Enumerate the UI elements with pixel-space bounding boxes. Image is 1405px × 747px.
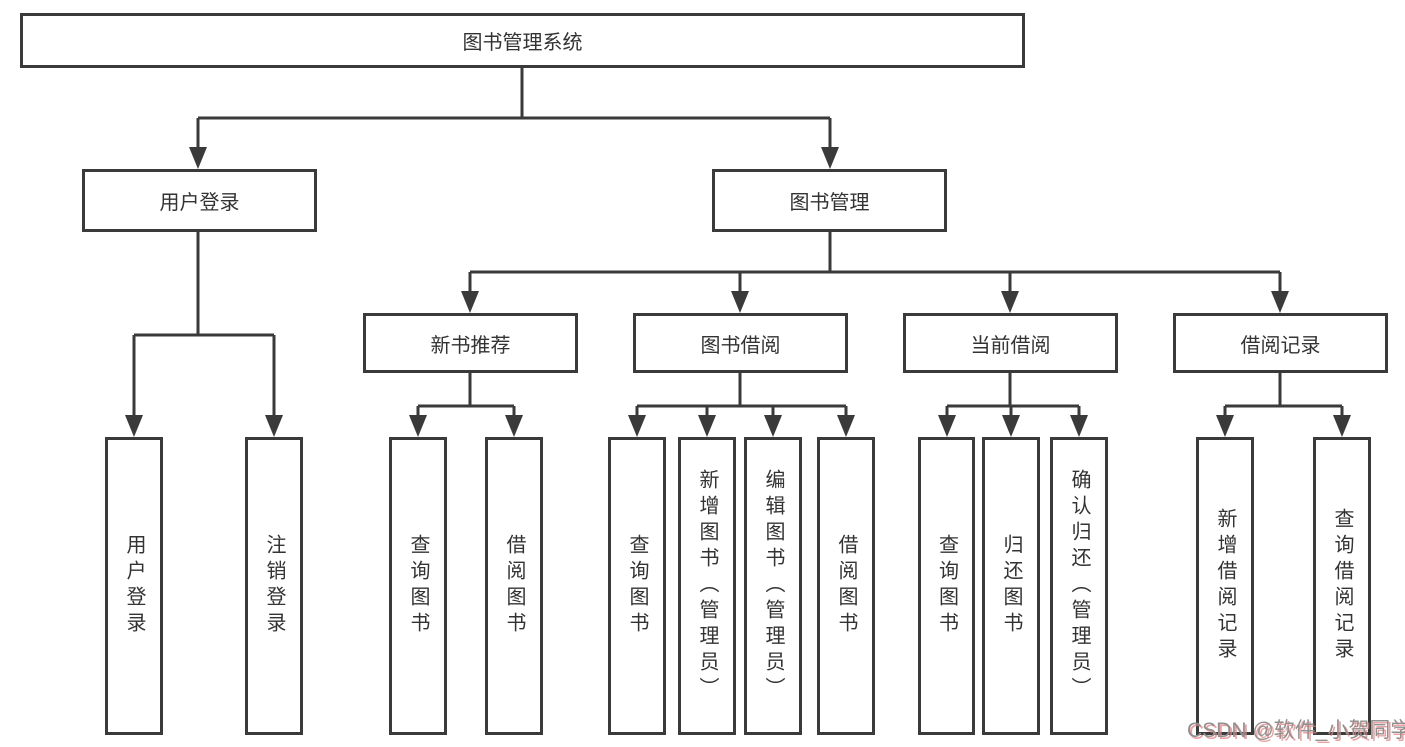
- node-book-borrow: 图书借阅: [633, 313, 848, 373]
- leaf-return-books: 归还图书: [982, 437, 1040, 735]
- arrowhead-icon: [628, 415, 646, 437]
- connector-records-to-leaves: [1223, 373, 1344, 421]
- leaf-add-borrow-record: 新增借阅记录: [1196, 437, 1254, 735]
- arrowhead-icon: [1216, 415, 1234, 437]
- arrowhead-icon: [409, 415, 427, 437]
- connector-book-mgmt-to-level3: [468, 232, 1282, 295]
- arrowhead-icon: [1001, 291, 1019, 313]
- leaf-edit-books-admin: 编辑图书（管理员）: [744, 437, 802, 735]
- connector-root-to-level2: [196, 68, 832, 151]
- leaf-add-books-admin: 新增图书（管理员）: [678, 437, 736, 735]
- arrowhead-icon: [1002, 415, 1020, 437]
- connector-user-login-to-leaves: [132, 232, 276, 421]
- arrowhead-icon: [698, 415, 716, 437]
- arrowhead-icon: [938, 415, 956, 437]
- arrowhead-icon: [125, 415, 143, 437]
- leaf-confirm-return-admin: 确认归还（管理员）: [1050, 437, 1108, 735]
- connector-borrow-to-leaves: [635, 373, 848, 421]
- csdn-watermark: CSDN @软件_小贺同学: [1187, 719, 1405, 742]
- node-borrow-records: 借阅记录: [1173, 313, 1388, 373]
- arrowheads: [125, 147, 1351, 437]
- arrowhead-icon: [821, 147, 839, 169]
- connector-current-to-leaves: [945, 373, 1081, 421]
- leaf-query-books-borrow: 查询图书: [608, 437, 666, 735]
- arrowhead-icon: [837, 415, 855, 437]
- connector-new-rec-to-leaves: [416, 373, 516, 421]
- node-root-system: 图书管理系统: [20, 13, 1025, 68]
- leaf-borrow-books: 借阅图书: [817, 437, 875, 735]
- arrowhead-icon: [731, 291, 749, 313]
- arrowhead-icon: [505, 415, 523, 437]
- arrowhead-icon: [265, 415, 283, 437]
- node-current-borrow: 当前借阅: [903, 313, 1118, 373]
- node-book-management: 图书管理: [712, 169, 947, 232]
- node-new-book-recommend: 新书推荐: [363, 313, 578, 373]
- arrowhead-icon: [1271, 291, 1289, 313]
- arrowhead-icon: [1333, 415, 1351, 437]
- leaf-query-borrow-record: 查询借阅记录: [1313, 437, 1371, 735]
- arrowhead-icon: [461, 291, 479, 313]
- arrowhead-icon: [1070, 415, 1088, 437]
- leaf-logout: 注销登录: [245, 437, 303, 735]
- arrowhead-icon: [764, 415, 782, 437]
- arrowhead-icon: [189, 147, 207, 169]
- leaf-user-login: 用户登录: [105, 437, 163, 735]
- leaf-borrow-books-rec: 借阅图书: [485, 437, 543, 735]
- leaf-query-books-rec: 查询图书: [389, 437, 447, 735]
- leaf-query-books-current: 查询图书: [918, 437, 975, 735]
- node-user-login: 用户登录: [82, 169, 317, 232]
